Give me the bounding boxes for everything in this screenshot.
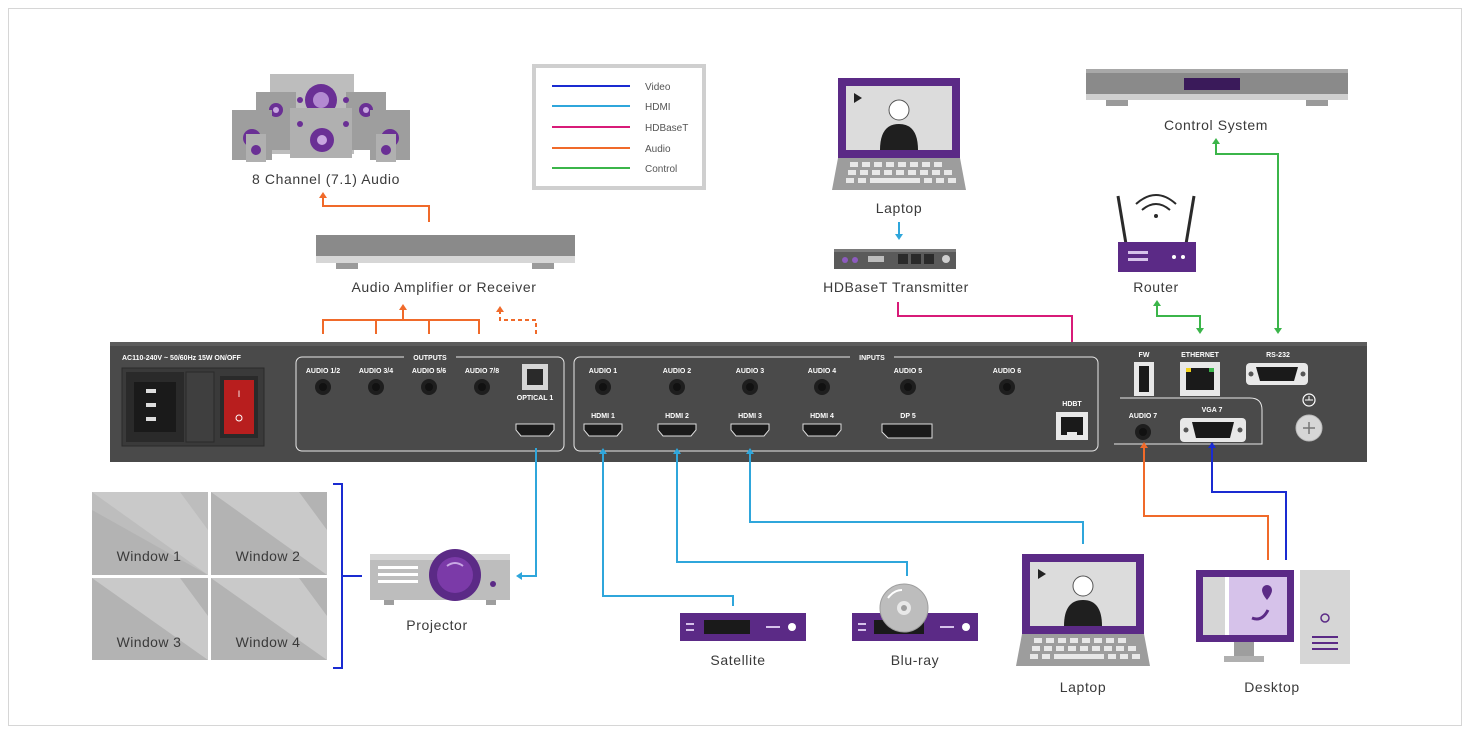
audio-out-label-3: AUDIO 5/6 — [412, 368, 446, 375]
inputs-group-label: INPUTS — [859, 355, 885, 362]
speaker-array-icon — [232, 74, 410, 162]
legend-label-hdbaset: HDBaseT — [645, 123, 688, 134]
audio-line-amp-to-speakers — [322, 196, 430, 222]
window-3-label: Window 3 — [117, 634, 182, 650]
audio-out-label-1: AUDIO 1/2 — [306, 368, 340, 375]
laptop-top-label: Laptop — [876, 200, 922, 216]
ethernet-label: ETHERNET — [1181, 352, 1219, 359]
projector-label: Projector — [406, 617, 467, 633]
legend-label-hdmi: HDMI — [645, 102, 671, 113]
control-line-control-system-to-rs232 — [1215, 142, 1279, 330]
video-line-desktop-to-vga7 — [1211, 446, 1287, 560]
video-wall-windows — [92, 492, 327, 660]
hdmi-line-output-to-projector — [520, 448, 537, 577]
diagram-frame — [8, 8, 1462, 726]
router-icon — [1116, 194, 1196, 272]
satellite-receiver-icon — [680, 613, 806, 641]
laptop-bottom-label: Laptop — [1060, 679, 1106, 695]
legend-label-control: Control — [645, 164, 677, 175]
audio-in-label-2: AUDIO 2 — [663, 368, 692, 375]
legend: Video HDMI HDBaseT Audio Control — [532, 64, 706, 190]
audio-in-label-1: AUDIO 1 — [589, 368, 618, 375]
audio-system-label: 8 Channel (7.1) Audio — [252, 171, 400, 187]
audio-line-optical-to-amp — [499, 310, 537, 334]
video-wall-bracket — [333, 483, 343, 669]
audio-in-label-4: AUDIO 4 — [808, 368, 837, 375]
desktop-computer-icon — [1196, 570, 1350, 664]
window-4-label: Window 4 — [236, 634, 301, 650]
legend-label-video: Video — [645, 82, 671, 93]
hdmi-out-port-icon — [515, 423, 555, 437]
audio-line-desktop-to-audio7 — [1143, 446, 1269, 560]
router-label: Router — [1133, 279, 1179, 295]
legend-label-audio: Audio — [645, 144, 671, 155]
amplifier-icon — [316, 235, 575, 269]
hdmi-in-ports — [583, 423, 842, 437]
window-1-label: Window 1 — [117, 548, 182, 564]
dp-in-label: DP 5 — [900, 413, 916, 420]
hdmi-line-satellite-to-hdmi1 — [602, 452, 734, 606]
audio-in-jacks — [595, 379, 1015, 395]
audio-in-label-6: AUDIO 6 — [993, 368, 1022, 375]
power-rating-label: AC110-240V ~ 50/60Hz 15W ON/OFF — [122, 355, 242, 362]
outputs-group-label: OUTPUTS — [413, 355, 447, 362]
transmitter-label: HDBaseT Transmitter — [823, 279, 969, 295]
displayport-icon — [881, 423, 933, 439]
laptop-top-icon — [832, 78, 966, 190]
matrix-back-panel: AC110-240V ~ 50/60Hz 15W ON/OFF I OUTPUT… — [110, 342, 1367, 462]
hdmi-line-bluray-to-hdmi2 — [676, 452, 908, 576]
hdbt-label: HDBT — [1062, 401, 1082, 408]
audio-in-label-5: AUDIO 5 — [894, 368, 923, 375]
hdbaset-transmitter-icon — [834, 249, 956, 269]
fw-label: FW — [1139, 352, 1150, 359]
window-2-label: Window 2 — [236, 548, 301, 564]
satellite-label: Satellite — [710, 652, 765, 668]
bluray-label: Blu-ray — [891, 652, 940, 668]
rs232-label: RS-232 — [1266, 352, 1290, 359]
hdmi-line-laptop-to-hdmi3 — [749, 452, 1084, 544]
hdmi-in-label-4: HDMI 4 — [810, 413, 834, 420]
audio-in-label-3: AUDIO 3 — [736, 368, 765, 375]
amplifier-label: Audio Amplifier or Receiver — [351, 279, 536, 295]
bluray-player-icon — [852, 583, 978, 641]
vga7-label: VGA 7 — [1202, 407, 1223, 414]
audio7-label: AUDIO 7 — [1129, 413, 1158, 420]
svg-text:I: I — [238, 389, 241, 399]
projector-icon — [370, 549, 510, 605]
desktop-label: Desktop — [1244, 679, 1300, 695]
audio-out-jacks — [315, 379, 490, 395]
audio-line-outputs-to-amp — [322, 319, 480, 334]
control-system-icon — [1086, 69, 1348, 106]
control-line-router-to-ethernet — [1156, 304, 1201, 330]
control-system-label: Control System — [1164, 117, 1268, 133]
hdmi-in-label-2: HDMI 2 — [665, 413, 689, 420]
optical-label: OPTICAL 1 — [517, 395, 554, 402]
hdmi-in-label-1: HDMI 1 — [591, 413, 615, 420]
ground-symbol-icon — [1302, 393, 1316, 407]
audio-out-label-4: AUDIO 7/8 — [465, 368, 499, 375]
laptop-bottom-icon — [1016, 554, 1150, 666]
hdmi-in-label-3: HDMI 3 — [738, 413, 762, 420]
audio-out-label-2: AUDIO 3/4 — [359, 368, 393, 375]
